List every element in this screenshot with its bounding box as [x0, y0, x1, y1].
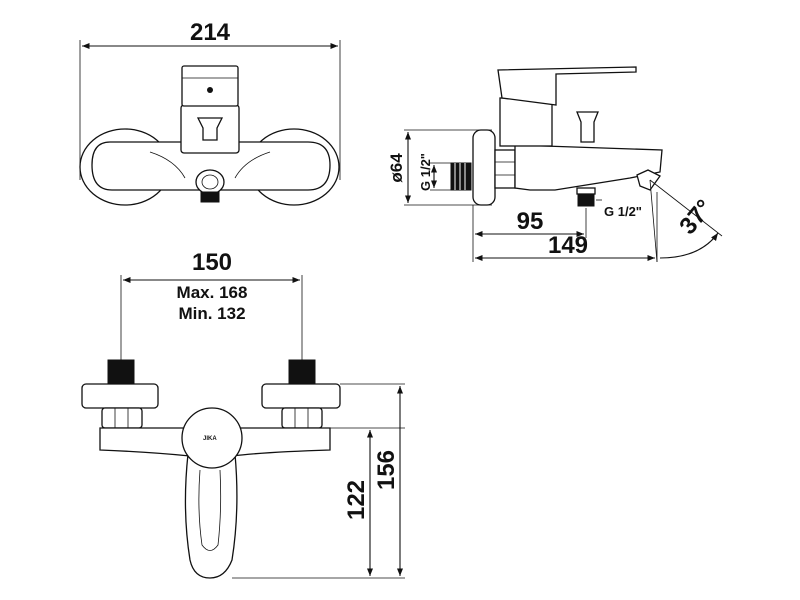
- height-label-156: 156: [373, 450, 400, 490]
- outlet-thread: [200, 191, 220, 203]
- brand-logo: JIKA: [203, 436, 217, 442]
- top-view: 150 Max. 168 Min. 132 JIKA 122 156: [81, 249, 405, 579]
- center-distance-label: 150: [192, 249, 232, 276]
- total-depth-label: 149: [548, 232, 588, 259]
- diameter-label: ø64: [387, 153, 406, 183]
- shower-nut: [576, 187, 596, 195]
- rosette-side: [472, 129, 496, 206]
- spout-reach-label: 95: [517, 208, 544, 235]
- max-label: Max. 168: [177, 283, 248, 302]
- thread-bottom-label: G 1/2": [604, 204, 642, 219]
- angle-arc: [659, 232, 719, 259]
- connector-nut: [494, 149, 516, 189]
- diverter-knob: [196, 117, 224, 141]
- angle-label: 37°: [674, 195, 718, 240]
- lever-handle: [181, 65, 239, 107]
- cartridge-column: [499, 97, 553, 147]
- lever-dot: [207, 87, 213, 93]
- diverter-side: [576, 111, 599, 143]
- lever-side: [497, 66, 637, 106]
- left-inlet-thread: [107, 359, 135, 386]
- mixer-body: [91, 141, 331, 191]
- front-view: 214: [79, 19, 341, 206]
- inlet-thread: [450, 162, 472, 191]
- min-label: Min. 132: [178, 304, 245, 323]
- height-label-122: 122: [343, 480, 370, 520]
- side-view: ø64 G 1/2" G 1/2": [387, 66, 723, 263]
- right-nut: [281, 407, 323, 429]
- lever-top: [181, 407, 243, 469]
- shower-thread: [577, 193, 595, 207]
- left-nut: [101, 407, 143, 429]
- right-inlet-thread: [288, 359, 316, 386]
- spout-nozzle: [636, 169, 661, 191]
- width-label: 214: [190, 19, 231, 46]
- spout-top: [184, 453, 238, 579]
- spout: [514, 144, 663, 191]
- left-rosette-top: [81, 383, 159, 409]
- outlet: [195, 169, 225, 195]
- thread-top-label: G 1/2": [418, 153, 433, 191]
- right-rosette-top: [261, 383, 341, 409]
